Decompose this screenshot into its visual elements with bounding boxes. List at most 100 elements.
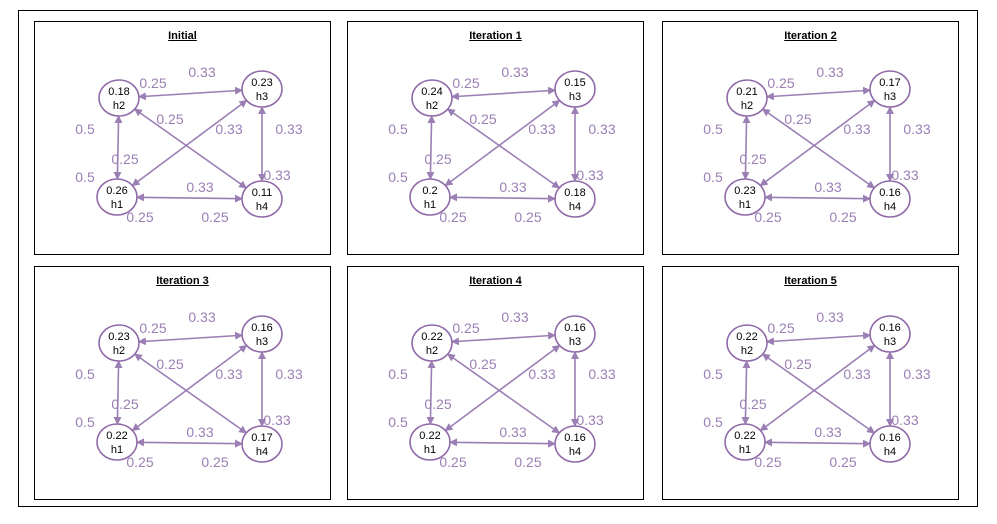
- edge-h1-h4: [763, 193, 872, 203]
- edge-weight-label: 0.33: [499, 179, 526, 195]
- edge-weight-label: 0.25: [139, 320, 166, 336]
- node-name: h4: [884, 201, 896, 213]
- edge-weight-label: 0.25: [784, 111, 811, 127]
- node-h1: 0.22 h1: [409, 423, 451, 461]
- edge-weight-label: 0.5: [388, 366, 408, 382]
- node-value: 0.16: [879, 322, 900, 334]
- edge-h3-h1: [759, 344, 876, 432]
- node-value: 0.16: [879, 432, 900, 444]
- edge-weight-label: 0.33: [528, 366, 555, 382]
- edge-h2-h1: [113, 114, 123, 181]
- node-name: h1: [739, 444, 751, 456]
- node-name: h1: [739, 199, 751, 211]
- edge-weight-label: 0.33: [816, 64, 843, 80]
- edge-weight-label: 0.25: [111, 151, 138, 167]
- edge-weight-label: 0.25: [439, 454, 466, 470]
- node-value: 0.23: [251, 77, 272, 89]
- edge-weight-label: 0.33: [588, 121, 615, 137]
- edge-weight-label: 0.25: [424, 151, 451, 167]
- edge-h2-h1: [741, 114, 751, 181]
- node-value: 0.16: [564, 432, 585, 444]
- edge-weight-label: 0.25: [424, 396, 451, 412]
- edge-weight-label: 0.33: [903, 366, 930, 382]
- node-value: 0.18: [108, 86, 129, 98]
- node-name: h3: [884, 336, 896, 348]
- edge-weight-label: 0.25: [739, 151, 766, 167]
- node-value: 0.15: [564, 77, 585, 89]
- edge-weight-label: 0.25: [754, 209, 781, 225]
- graph-diagram: 0.21h20.17h30.23h10.16h40.250.330.50.50.…: [703, 64, 931, 225]
- edge-h3-h1: [131, 99, 248, 187]
- edge-weight-label: 0.25: [139, 75, 166, 91]
- edge-h3-h1: [131, 344, 248, 432]
- node-value: 0.17: [251, 432, 272, 444]
- graph-diagram: 0.22h20.16h30.22h10.16h40.250.330.50.50.…: [388, 309, 616, 470]
- node-value: 0.22: [736, 331, 757, 343]
- graph-diagram: 0.23h20.16h30.22h10.17h40.250.330.50.50.…: [75, 309, 303, 470]
- edge-weight-label: 0.33: [215, 366, 242, 382]
- node-h4: 0.16 h4: [554, 425, 596, 463]
- node-value: 0.23: [108, 331, 129, 343]
- edge-weight-label: 0.33: [188, 309, 215, 325]
- edge-h2-h1: [741, 359, 751, 426]
- node-h3: 0.23 h3: [241, 70, 283, 108]
- edge-weight-label: 0.5: [388, 169, 408, 185]
- node-value: 0.24: [421, 86, 442, 98]
- edge-h2-h3: [765, 331, 872, 346]
- node-name: h2: [741, 345, 753, 357]
- edge-weight-label: 0.33: [814, 179, 841, 195]
- edge-weight-label: 0.25: [126, 209, 153, 225]
- edge-h2-h3: [450, 86, 557, 101]
- node-value: 0.22: [734, 430, 755, 442]
- node-value: 0.22: [421, 331, 442, 343]
- node-h2: 0.21 h2: [726, 79, 768, 117]
- edge-weight-label: 0.25: [469, 356, 496, 372]
- edge-weight-label: 0.25: [439, 209, 466, 225]
- node-value: 0.22: [419, 430, 440, 442]
- node-value: 0.2: [422, 185, 437, 197]
- edge-weight-label: 0.33: [576, 167, 603, 183]
- node-name: h4: [569, 446, 581, 458]
- edge-weight-label: 0.33: [501, 64, 528, 80]
- edge-weight-label: 0.25: [201, 454, 228, 470]
- node-name: h2: [113, 345, 125, 357]
- edge-weight-label: 0.33: [903, 121, 930, 137]
- node-name: h1: [424, 199, 436, 211]
- edge-weight-label: 0.33: [501, 309, 528, 325]
- edge-weight-label: 0.25: [754, 454, 781, 470]
- edge-weight-label: 0.25: [156, 356, 183, 372]
- edge-h1-h4: [135, 438, 244, 448]
- graph-diagram: 0.22h20.16h30.22h10.16h40.250.330.50.50.…: [703, 309, 931, 470]
- node-value: 0.26: [106, 185, 127, 197]
- edge-weight-label: 0.5: [703, 414, 723, 430]
- node-value: 0.21: [736, 86, 757, 98]
- edge-weight-label: 0.33: [186, 424, 213, 440]
- node-name: h3: [256, 91, 268, 103]
- edge-weight-label: 0.25: [829, 209, 856, 225]
- node-name: h2: [113, 100, 125, 112]
- edge-weight-label: 0.33: [843, 366, 870, 382]
- node-name: h1: [424, 444, 436, 456]
- edge-h1-h4: [448, 193, 557, 203]
- edge-weight-label: 0.25: [126, 454, 153, 470]
- edge-weight-label: 0.25: [784, 356, 811, 372]
- panel-title: Iteration 5: [784, 275, 837, 287]
- panel-title: Iteration 2: [784, 30, 837, 42]
- edge-weight-label: 0.5: [75, 169, 95, 185]
- edge-h2-h3: [137, 86, 244, 101]
- panel-title: Iteration 4: [469, 275, 522, 287]
- edge-weight-label: 0.33: [275, 366, 302, 382]
- edge-weight-label: 0.33: [263, 412, 290, 428]
- node-name: h2: [741, 100, 753, 112]
- edge-weight-label: 0.33: [814, 424, 841, 440]
